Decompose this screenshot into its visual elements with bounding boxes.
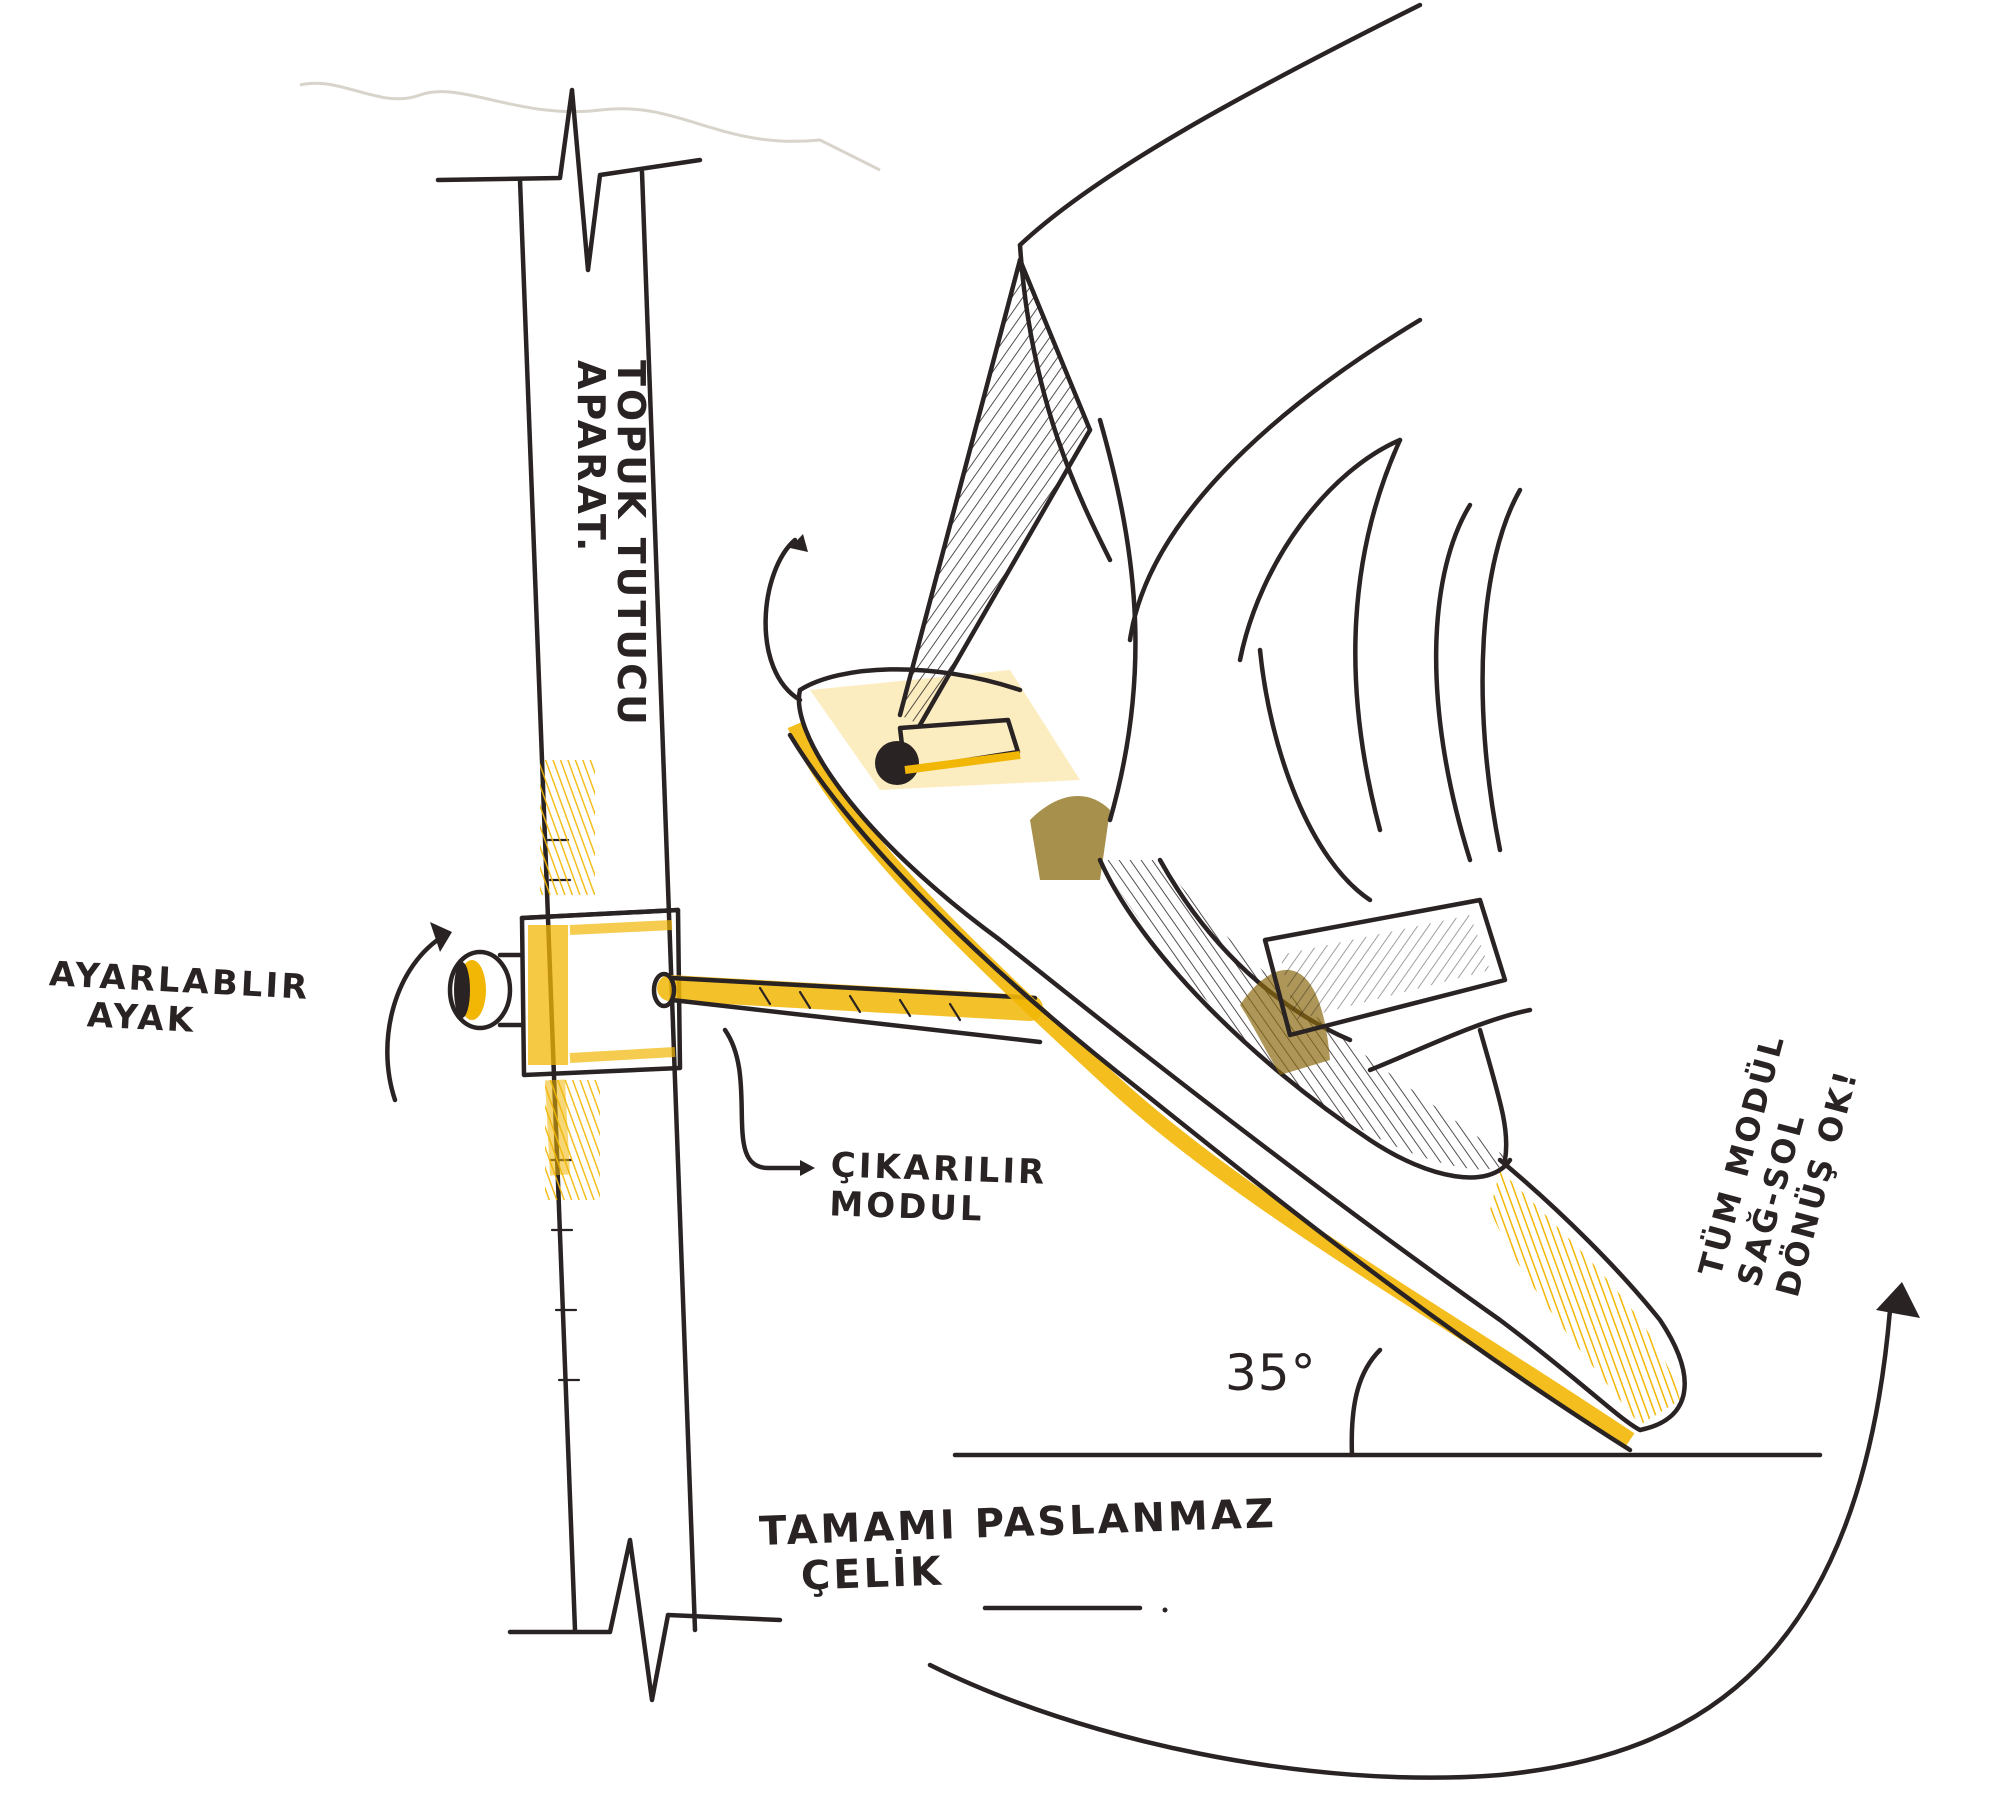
label-angle: 35° [1225, 1344, 1317, 1403]
label-material: TAMAMI PASLANMAZ ÇELİK [759, 1491, 1280, 1601]
knob-rotate-arrow [385, 932, 448, 1103]
rotation-arrow-head [1876, 1282, 1920, 1318]
horizontal-rod [651, 971, 1043, 1045]
label-heel-holder-line2: APARAT. [569, 360, 614, 555]
heel-holder-leader [763, 537, 803, 703]
foot-plate [787, 667, 1687, 1453]
angle-arc [1349, 1347, 1383, 1458]
label-heel-holder-line1: TOPUK TUTUCU [609, 360, 653, 728]
label-removable-module-line2: MODUL [828, 1184, 986, 1230]
foot-outline [1237, 437, 1523, 903]
post-collar [519, 907, 683, 1078]
adjustable-knob [447, 949, 525, 1031]
label-heel-holder: TOPUK TUTUCU APARAT. [569, 360, 653, 728]
removable-module-leader [722, 1027, 813, 1171]
label-adjustable-foot: AYARLABLIR AYAK [46, 954, 311, 1047]
paper-edge [299, 81, 881, 172]
label-angle-text: 35° [1225, 1344, 1317, 1402]
label-removable-module: ÇIKARILIR MODUL [828, 1145, 1048, 1232]
heel-holder [875, 717, 1021, 785]
rotation-arrow [927, 1307, 1893, 1780]
shoe [1097, 857, 1533, 1180]
vertical-post [435, 87, 783, 1703]
knob-arrow-head [430, 922, 452, 952]
leg-outline [897, 2, 1423, 823]
